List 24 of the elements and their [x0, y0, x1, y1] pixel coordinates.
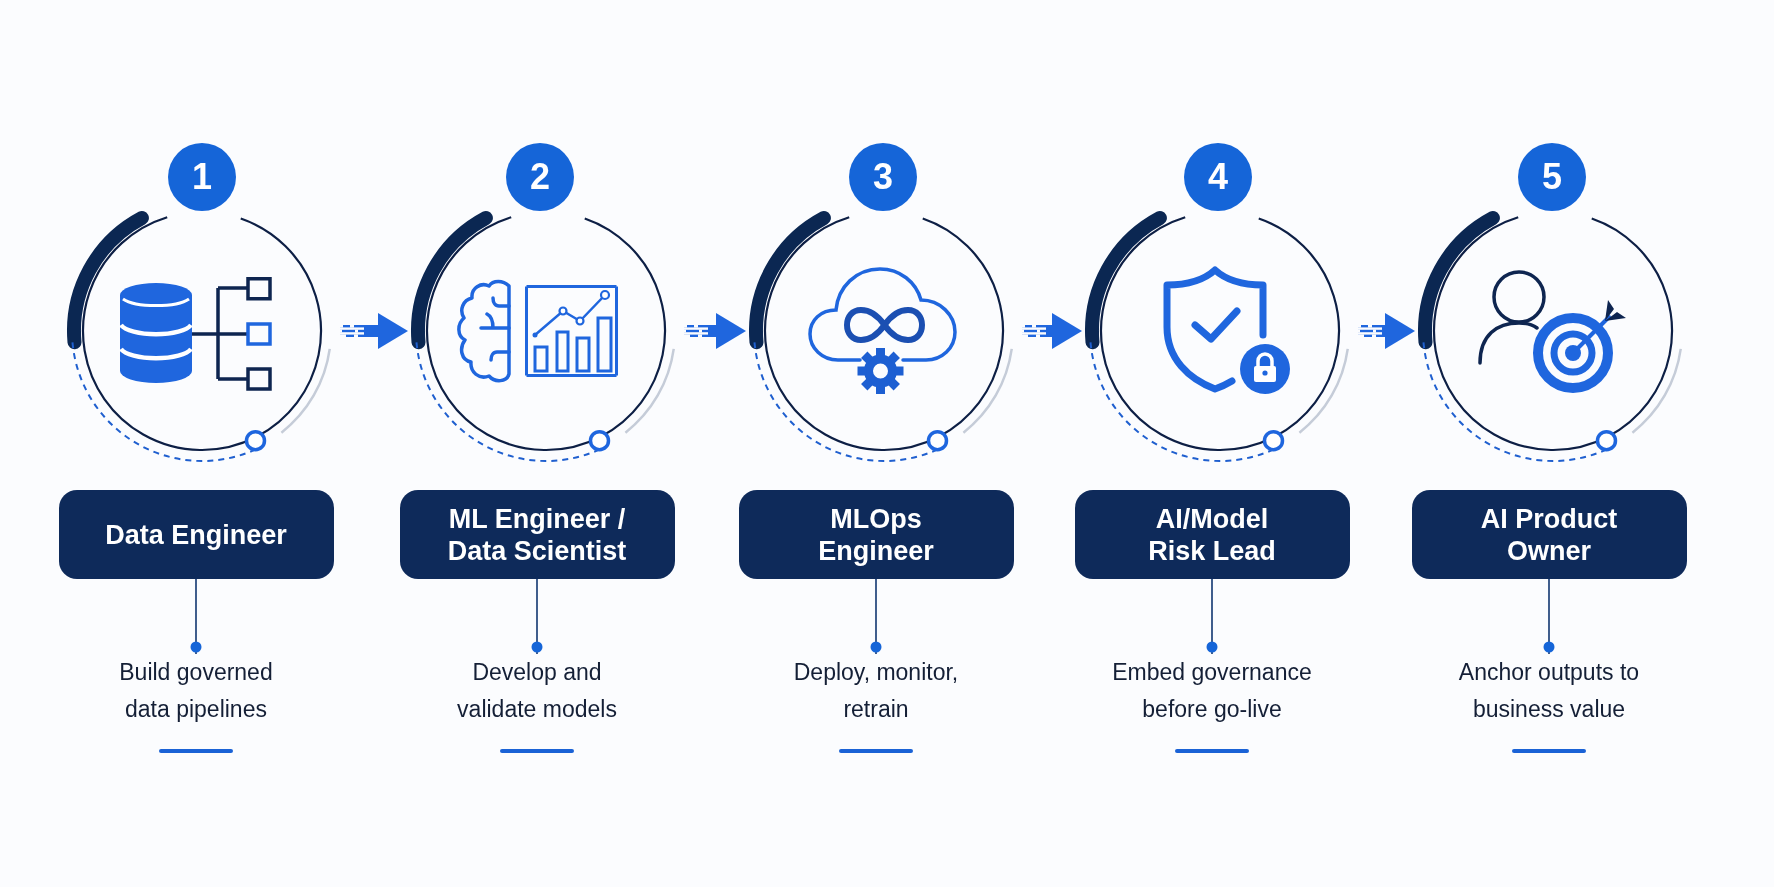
step-description: Develop and validate models [437, 654, 637, 728]
flow-arrow [1358, 313, 1415, 349]
role-label: MLOps Engineer [738, 490, 1014, 579]
step-description: Build governed data pipelines [101, 654, 291, 728]
step-number: 1 [168, 143, 236, 211]
leader-line [190, 578, 202, 655]
leader-line [1206, 578, 1218, 655]
step-description: Anchor outputs to business value [1449, 654, 1649, 728]
leader-line [531, 578, 543, 655]
flow-arrow [1022, 313, 1082, 349]
leader-line [1543, 578, 1555, 655]
step-number: 3 [849, 143, 917, 211]
flow-arrow [340, 313, 408, 349]
step-number: 4 [1184, 143, 1252, 211]
flow-arrow [684, 313, 746, 349]
step-description: Embed governance before go-live [1104, 654, 1320, 728]
role-label: AI Product Owner [1411, 490, 1687, 579]
step-number: 2 [506, 143, 574, 211]
step-description: Deploy, monitor, retrain [776, 654, 976, 728]
leader-line [870, 578, 882, 655]
role-label: AI/Model Risk Lead [1074, 490, 1350, 579]
step-number: 5 [1518, 143, 1586, 211]
role-label: Data Engineer [58, 490, 334, 579]
role-label: ML Engineer / Data Scientist [399, 490, 675, 579]
